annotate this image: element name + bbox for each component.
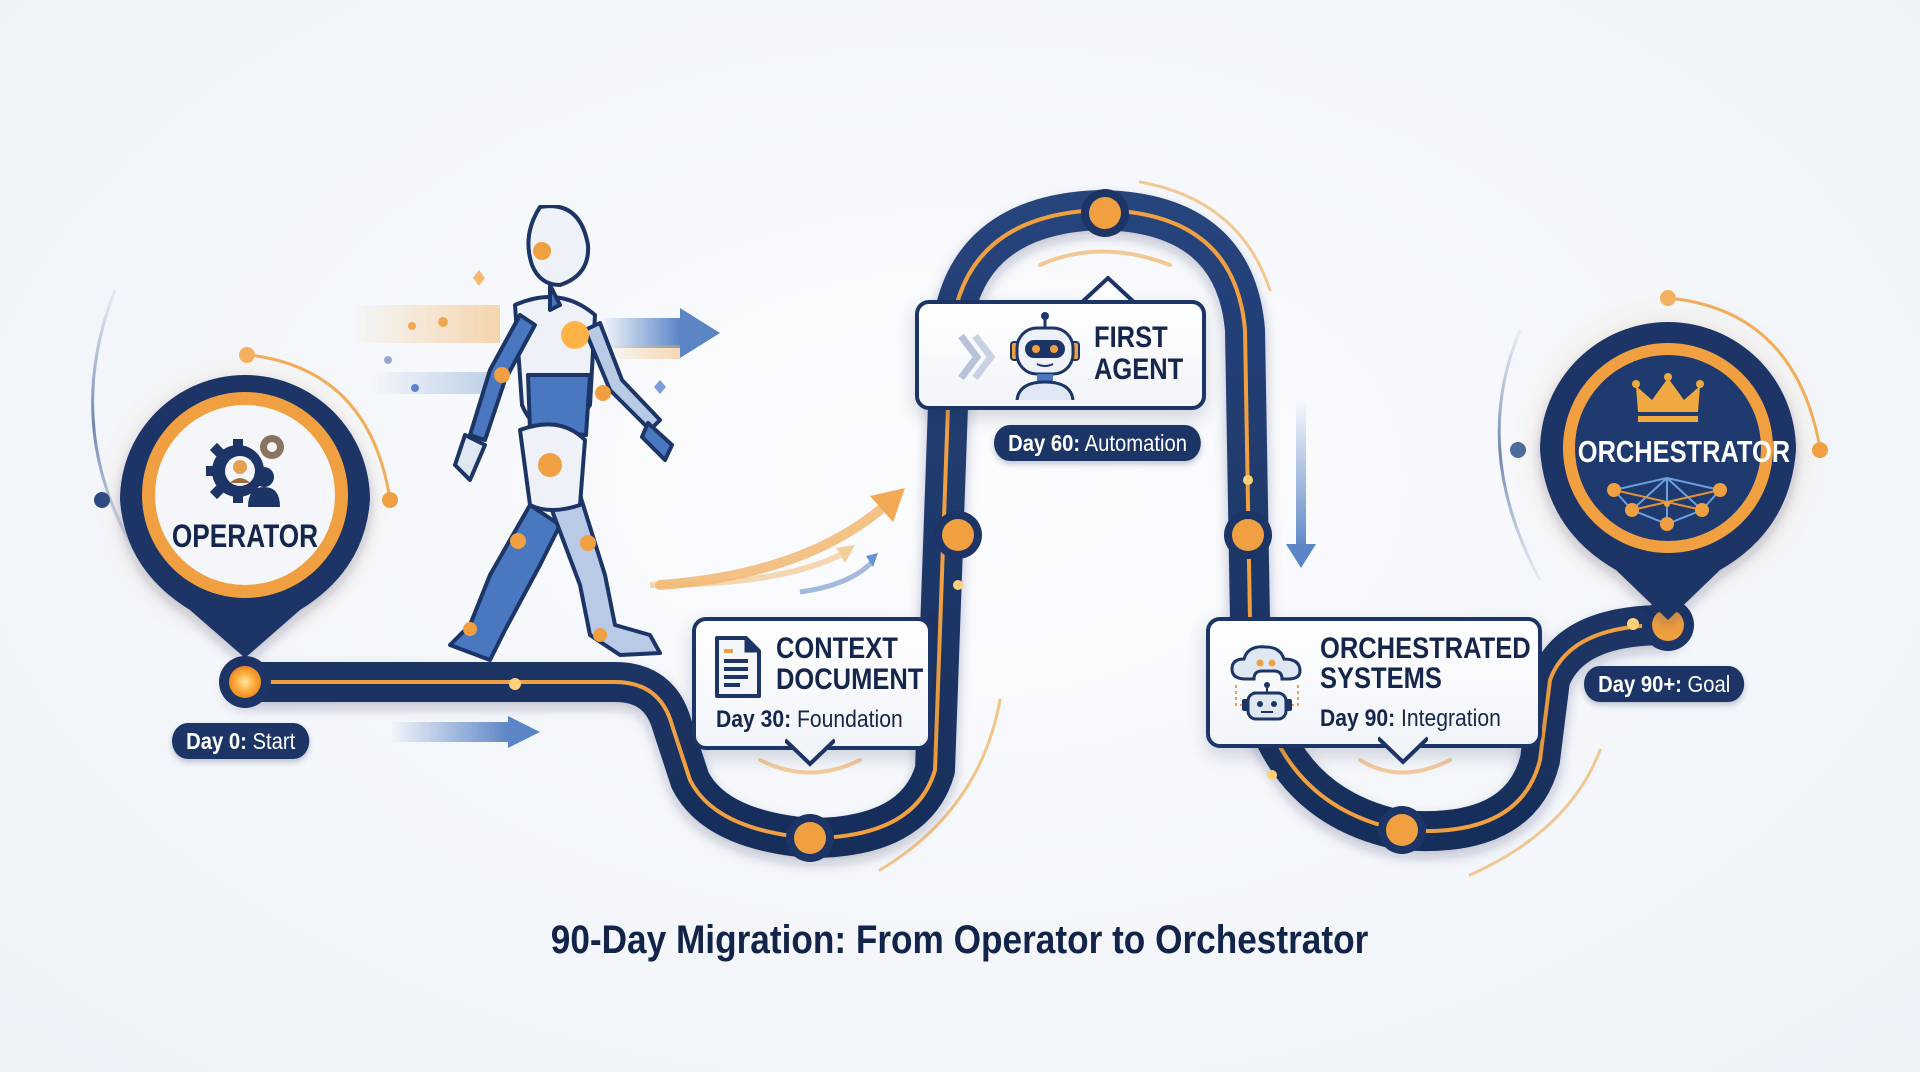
card-subtitle: Day 90: Integration (1320, 705, 1501, 733)
operator-pin (91, 289, 398, 658)
milestone-goal-label: Day 90+: Goal (1584, 666, 1745, 702)
day-label: Day 30: (716, 706, 792, 733)
operator-pin-label: OPERATOR (171, 518, 319, 554)
node-right-vertical (1224, 511, 1272, 559)
card-subtitle: Day 30: Foundation (716, 706, 903, 734)
track-nodes (219, 189, 1694, 862)
node-left-vertical (934, 511, 982, 559)
card-title-line2: SYSTEMS (1320, 662, 1442, 695)
diagram-title-text: 90-Day Migration: From Operator to Orche… (551, 918, 1369, 962)
caption-label: Foundation (797, 706, 903, 733)
diagram-title: 90-Day Migration: From Operator to Orche… (0, 918, 1920, 963)
day-label: Day 60: (1008, 430, 1081, 456)
node-goal (1642, 599, 1694, 651)
card-title-line2: DOCUMENT (776, 663, 924, 696)
milestone-card-first-agent: FIRST AGENT (915, 300, 1206, 410)
caption-label: Integration (1401, 705, 1501, 732)
milestone-card-context-document: CONTEXT DOCUMENT Day 30: Foundation (692, 617, 932, 750)
gear-user-icon (206, 435, 284, 507)
node-day0 (219, 656, 271, 708)
day-label: Day 0: (186, 728, 247, 754)
milestone-card-orchestrated-systems: ORCHESTRATED SYSTEMS Day 90: Integration (1206, 617, 1542, 748)
network-icon (1607, 476, 1727, 531)
chevron-right-icon (958, 333, 996, 381)
milestone-day60-label: Day 60: Automation (994, 425, 1202, 461)
node-day90 (1378, 806, 1426, 854)
day-label: Day 90+: (1598, 671, 1682, 697)
robot-head-icon (1010, 312, 1080, 400)
caption-label: Automation (1084, 430, 1187, 456)
node-day30 (786, 814, 834, 862)
day-label: Day 90: (1320, 705, 1396, 732)
card-title-line1: FIRST (1094, 321, 1168, 354)
orchestrator-pin (1497, 290, 1828, 620)
card-pointer-down (785, 738, 835, 767)
decorative-arcs (758, 180, 1602, 877)
milestone-day0-label: Day 0: Start (172, 723, 310, 759)
caption-label: Start (252, 728, 296, 754)
card-pointer-up (1080, 276, 1136, 306)
card-title-line2: AGENT (1094, 353, 1184, 386)
card-pointer-down (1378, 736, 1428, 765)
orchestrator-pin-label: ORCHESTRATOR (1577, 434, 1791, 469)
caption-label: Goal (1687, 671, 1731, 697)
cloud-robot-icon (1230, 645, 1302, 721)
motion-streaks (350, 270, 1316, 748)
node-top (1081, 189, 1129, 237)
document-icon (715, 636, 761, 698)
walking-robot-icon (448, 205, 674, 662)
crown-icon (1632, 373, 1704, 422)
card-title-line1: ORCHESTRATED (1320, 632, 1531, 665)
road-track (225, 190, 1685, 858)
card-title-line1: CONTEXT (776, 632, 898, 665)
